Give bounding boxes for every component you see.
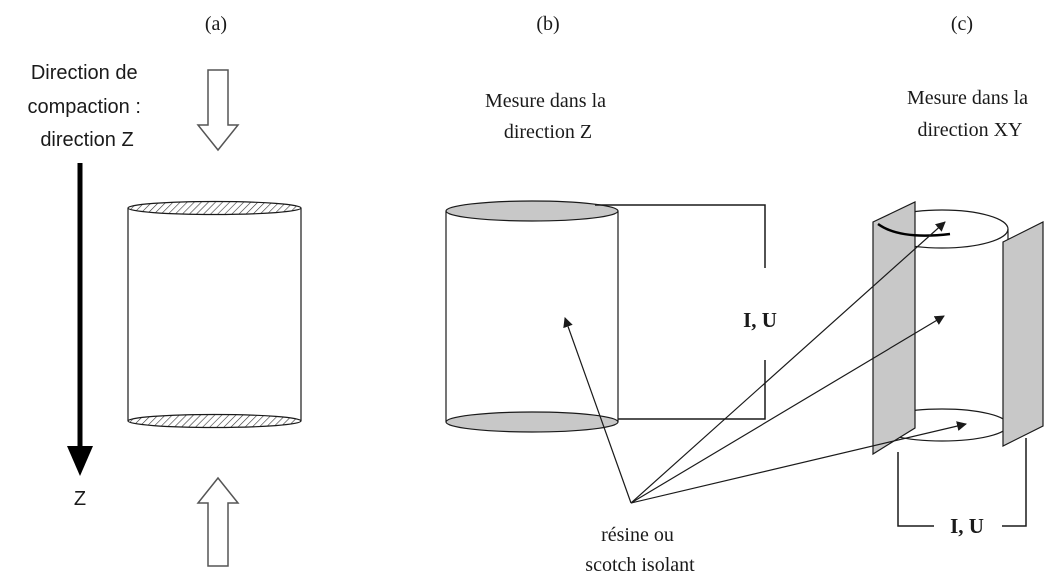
curved-arrow-icon — [877, 222, 951, 237]
hatched-top-face — [127, 200, 302, 216]
z-axis-arrow — [67, 163, 93, 476]
hatched-bottom-face — [127, 413, 302, 429]
insulation-label: résine ou scotch isolant — [585, 524, 695, 576]
sample-cylinder-a — [127, 200, 302, 429]
panel-c-title-line-1: Mesure dans la — [907, 87, 1028, 109]
measurement-circuit-b — [595, 204, 766, 420]
pointer-arrow-c-top — [630, 221, 946, 504]
measurement-label-b: I, U — [743, 308, 777, 332]
panel-b-title-line-2: direction Z — [504, 121, 592, 143]
sample-cylinder-c — [872, 201, 1044, 456]
panel-b-label: (b) — [536, 13, 559, 35]
pointer-arrow-c-bottom — [630, 421, 967, 504]
compaction-line-2: compaction : — [28, 96, 141, 118]
insulating-strip-right — [1002, 221, 1044, 447]
panel-c-label: (c) — [951, 13, 973, 35]
compaction-line-3: direction Z — [40, 129, 133, 151]
panel-c-title-line-2: direction XY — [918, 119, 1023, 141]
insulation-line-1: résine ou — [601, 524, 674, 546]
measurement-label-c: I, U — [950, 514, 984, 538]
insulating-strip-left — [872, 201, 916, 456]
z-axis-label: Z — [74, 488, 86, 510]
compaction-direction-text: Direction de compaction : direction Z — [28, 62, 147, 151]
insulation-line-2: scotch isolant — [585, 554, 695, 576]
panel-a: (a) Direction de compaction : direction … — [28, 13, 302, 567]
pointer-arrow-c-middle — [630, 315, 945, 504]
panel-c: (c) Mesure dans la direction XY I, U — [872, 13, 1044, 538]
panel-b-title-line-1: Mesure dans la — [485, 90, 606, 112]
insulated-bottom-face — [445, 411, 619, 433]
panel-b: (b) Mesure dans la direction Z I, U — [445, 13, 777, 433]
compaction-line-1: Direction de — [31, 62, 138, 84]
measurement-circuit-c — [897, 438, 1027, 527]
compaction-arrow-down-icon — [196, 69, 240, 152]
panel-c-title: Mesure dans la direction XY — [907, 87, 1033, 141]
insulation-pointer-arrows — [563, 221, 967, 504]
panel-a-label: (a) — [205, 13, 227, 35]
insulated-top-face — [445, 200, 619, 222]
sample-cylinder-b — [445, 200, 619, 433]
compaction-arrow-up-icon — [196, 476, 240, 567]
pointer-arrow-b — [563, 317, 632, 504]
panel-b-title: Mesure dans la direction Z — [485, 90, 611, 143]
